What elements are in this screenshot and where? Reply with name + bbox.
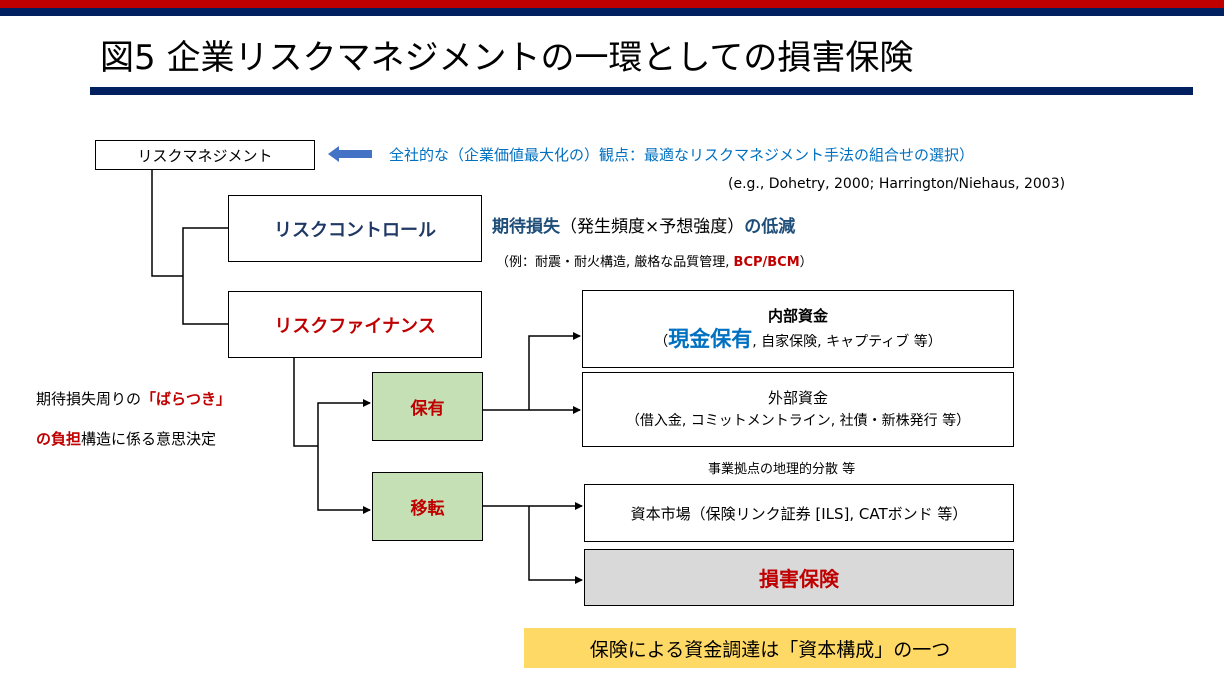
risk-control-box: リスクコントロール [228, 195, 482, 262]
cash-holdings-highlight: 現金保有 [668, 326, 753, 351]
decision-line2-suffix: 構造に係る意思決定 [81, 430, 217, 448]
connector-to-transfer [317, 446, 371, 514]
transfer-box: 移転 [372, 472, 483, 541]
title-underline [90, 87, 1193, 95]
connector-root-trunk [151, 170, 183, 277]
reduction-highlight: の低減 [744, 217, 796, 237]
capital-market-box: 資本市場（保険リンク証券 [ILS], CATボンド 等） [584, 484, 1014, 542]
header-band-red [0, 0, 1224, 8]
risk-management-box: リスクマネジメント [95, 140, 315, 170]
citation-text: (e.g., Dohetry, 2000; Harrington/Niehaus… [728, 176, 1066, 192]
transfer-label: 移転 [410, 499, 445, 519]
header-band-navy [0, 8, 1224, 16]
external-funds-box: 外部資金 （借入金, コミットメントライン, 社債・新株発行 等） [582, 372, 1014, 447]
external-funds-detail: （借入金, コミットメントライン, 社債・新株発行 等） [625, 412, 971, 429]
retention-box: 保有 [372, 372, 483, 441]
frequency-severity-text: （発生頻度×予想強度） [560, 217, 745, 237]
internal-open-paren: （ [654, 333, 669, 350]
burden-highlight: の負担 [36, 430, 82, 448]
expected-loss-highlight: 期待損失 [492, 217, 560, 237]
risk-finance-box: リスクファイナンス [228, 291, 482, 358]
connector-to-retention [317, 399, 371, 446]
perspective-text: 全社的な（企業価値最大化の）観点：最適なリスクマネジメント手法の組合せの選択） [389, 146, 975, 164]
capital-structure-note-text: 保険による資金調達は「資本構成」の一つ [589, 638, 951, 661]
decision-line1-prefix: 期待損失周りの [36, 390, 142, 408]
geographic-diversification-note: 事業拠点の地理的分散 等 [708, 462, 856, 477]
non-life-insurance-label: 損害保険 [759, 567, 839, 591]
connector-to-risk-control [182, 227, 228, 325]
capital-market-label: 資本市場（保険リンク証券 [ILS], CATボンド 等） [630, 504, 968, 523]
decision-text-line2: の負担構造に係る意思決定 [36, 428, 216, 449]
internal-funds-title: 内部資金 [767, 306, 828, 325]
internal-funds-box: 内部資金 （現金保有, 自家保険, キャプティブ 等） [582, 290, 1014, 368]
external-funds-title: 外部資金 [767, 388, 828, 407]
retention-label: 保有 [410, 399, 445, 419]
example-suffix: ） [799, 255, 813, 270]
connector-finance-trunk [293, 358, 318, 447]
left-block-arrow-icon [328, 146, 372, 162]
risk-control-label: リスクコントロール [274, 219, 436, 241]
non-life-insurance-box: 損害保険 [584, 549, 1014, 606]
decision-text-line1: 期待損失周りの「ばらつき」 [36, 388, 231, 409]
risk-control-example: （例：耐震・耐火構造, 厳格な品質管理, BCP/BCM） [496, 251, 813, 270]
connector-to-internal-funds [528, 332, 581, 410]
risk-management-label: リスクマネジメント [137, 146, 273, 165]
page-title: 図5 企業リスクマネジメントの一環としての損害保険 [100, 38, 914, 78]
risk-finance-label: リスクファイナンス [274, 315, 436, 337]
connector-to-insurance [528, 506, 583, 584]
bcp-bcm-highlight: BCP/BCM [733, 255, 800, 270]
capital-structure-note: 保険による資金調達は「資本構成」の一つ [524, 628, 1016, 668]
variability-highlight: 「ばらつき」 [141, 390, 232, 408]
internal-funds-rest: , 自家保険, キャプティブ 等） [752, 333, 942, 350]
internal-funds-detail: （現金保有, 自家保険, キャプティブ 等） [654, 327, 941, 354]
risk-control-description: 期待損失（発生頻度×予想強度）の低減 [492, 212, 795, 237]
example-prefix: （例：耐震・耐火構造, 厳格な品質管理, [496, 255, 734, 270]
